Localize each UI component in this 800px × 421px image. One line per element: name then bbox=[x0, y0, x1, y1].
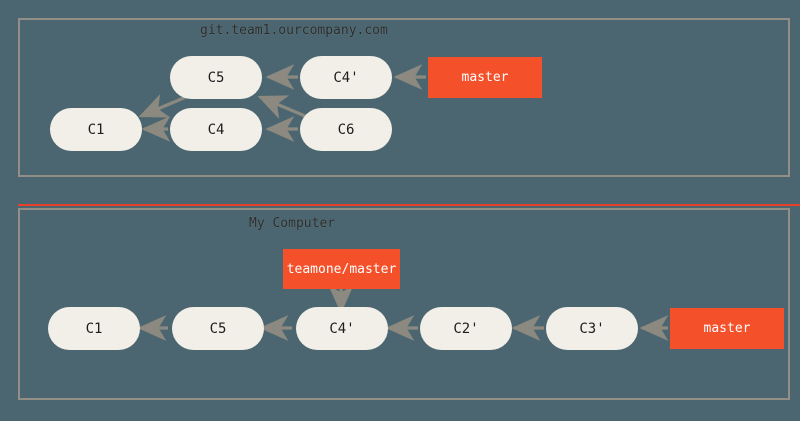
commit-node-c1-server[interactable]: C1 bbox=[50, 108, 142, 151]
commit-node-c1-local[interactable]: C1 bbox=[48, 307, 140, 350]
commit-node-c2prime-local[interactable]: C2' bbox=[420, 307, 512, 350]
commit-node-c5-local[interactable]: C5 bbox=[172, 307, 264, 350]
ref-box-master-local[interactable]: master bbox=[670, 308, 784, 349]
commit-node-c6-server[interactable]: C6 bbox=[300, 108, 392, 151]
commit-node-c5-server[interactable]: C5 bbox=[170, 56, 262, 99]
commit-node-c4-server[interactable]: C4 bbox=[170, 108, 262, 151]
panel-local-repo bbox=[18, 208, 790, 400]
panel-server-repo bbox=[18, 18, 790, 177]
ref-box-teamone-master-local[interactable]: teamone/master bbox=[283, 249, 400, 289]
panel-server-title: git.team1.ourcompany.com bbox=[200, 23, 388, 38]
ref-box-master-server[interactable]: master bbox=[428, 57, 542, 98]
commit-node-c3prime-local[interactable]: C3' bbox=[546, 307, 638, 350]
commit-node-c4prime-local[interactable]: C4' bbox=[296, 307, 388, 350]
section-divider-rule bbox=[18, 204, 800, 206]
commit-node-c4prime-server[interactable]: C4' bbox=[300, 56, 392, 99]
panel-local-title: My Computer bbox=[249, 216, 336, 231]
